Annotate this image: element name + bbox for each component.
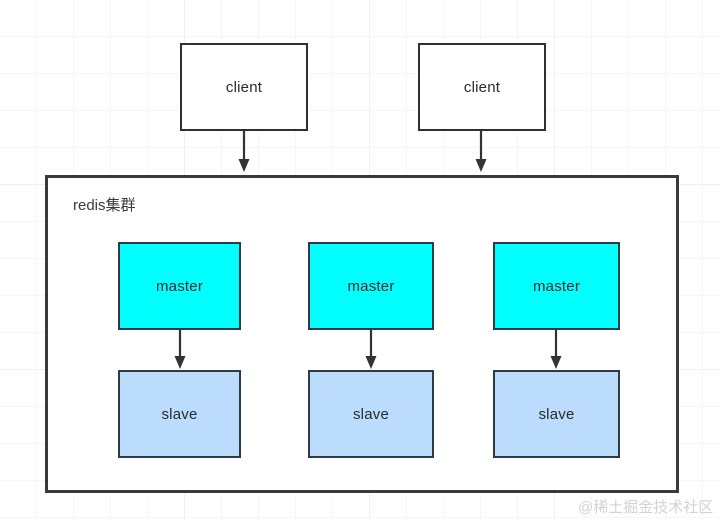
master-2-to-slave-2-arrow bbox=[365, 330, 377, 369]
master-3-to-slave-3-arrow bbox=[550, 330, 562, 369]
client-node-1[interactable]: client bbox=[180, 43, 308, 131]
client-1-to-cluster-arrow bbox=[238, 131, 250, 172]
master-1-to-slave-1-arrow bbox=[174, 330, 186, 369]
slave-node-1[interactable]: slave bbox=[118, 370, 241, 458]
master-node-2-label: master bbox=[347, 277, 395, 295]
client-node-1-label: client bbox=[225, 78, 263, 96]
slave-node-2-label: slave bbox=[352, 405, 390, 423]
slave-node-3-label: slave bbox=[538, 405, 575, 423]
master-node-1-label: master bbox=[155, 277, 204, 295]
client-2-to-cluster-arrow bbox=[475, 131, 487, 172]
master-node-3-label: master bbox=[532, 277, 581, 295]
master-node-2[interactable]: master bbox=[308, 242, 434, 330]
master-node-3[interactable]: master bbox=[493, 242, 620, 330]
client-node-2[interactable]: client bbox=[418, 43, 546, 131]
client-node-2-label: client bbox=[463, 78, 501, 96]
watermark-text: @稀土掘金技术社区 bbox=[578, 499, 714, 516]
master-node-1[interactable]: master bbox=[118, 242, 241, 330]
slave-node-1-label: slave bbox=[161, 405, 198, 423]
redis-cluster-label: redis集群 bbox=[73, 197, 136, 214]
slave-node-3[interactable]: slave bbox=[493, 370, 620, 458]
slave-node-2[interactable]: slave bbox=[308, 370, 434, 458]
